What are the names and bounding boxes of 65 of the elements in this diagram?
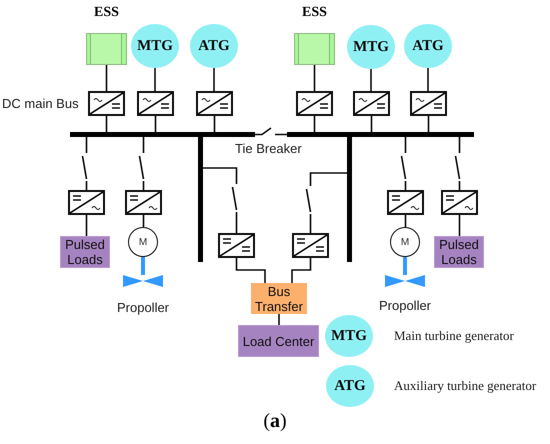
- generator-ellipse: MTG: [131, 24, 179, 68]
- legend-text: Main turbine generator: [394, 328, 514, 344]
- generator-ellipse: MTG: [347, 25, 395, 69]
- connector-line: [370, 116, 372, 132]
- caption: (a): [262, 410, 288, 433]
- connector-line: [454, 136, 460, 191]
- connector-line: [400, 136, 406, 191]
- propeller-label: Propoller: [116, 300, 170, 315]
- connector-line: [86, 215, 88, 236]
- propeller-label: Propoller: [378, 298, 432, 313]
- converter-symbol: [296, 91, 333, 116]
- connector-line: [306, 172, 348, 234]
- connector-line: [154, 68, 156, 91]
- converter-symbol: [387, 190, 424, 215]
- converter-symbol: [292, 233, 329, 258]
- connector-line: [291, 258, 312, 283]
- connector-line: [213, 68, 215, 91]
- connector-line: [236, 258, 266, 283]
- bus-bar: [287, 132, 474, 137]
- propeller-shaft: [141, 257, 145, 275]
- motor-symbol: M: [128, 227, 158, 257]
- generator-ellipse: MTG: [325, 315, 373, 357]
- connector-line: [314, 65, 316, 91]
- generator-ellipse: ATG: [190, 24, 238, 68]
- converter-symbol: [68, 190, 105, 215]
- load-box: Pulsed Loads: [60, 236, 110, 268]
- generator-ellipse: ATG: [326, 365, 374, 407]
- converter-symbol: [218, 233, 255, 258]
- connector-line: [106, 65, 108, 91]
- connector-line: [370, 69, 372, 91]
- load-box: Load Center: [238, 325, 319, 357]
- bus-bar: [198, 137, 203, 262]
- bus-label: DC main Bus: [2, 96, 79, 111]
- connector-line: [278, 314, 280, 325]
- connector-line: [82, 136, 88, 191]
- bus-bar: [70, 132, 255, 137]
- node-heading: ESS: [302, 4, 327, 22]
- connector-line: [404, 215, 406, 227]
- connector-line: [154, 116, 156, 132]
- motor-symbol: M: [390, 227, 420, 257]
- connector-line: [458, 215, 460, 236]
- bus-bar: [347, 137, 352, 262]
- connector-line: [106, 116, 108, 132]
- converter-symbol: [441, 190, 478, 215]
- connector-line: [254, 127, 288, 136]
- converter-symbol: [410, 91, 447, 116]
- load-box: Pulsed Loads: [434, 236, 484, 268]
- connector-line: [427, 68, 429, 91]
- connector-line: [214, 116, 216, 132]
- converter-symbol: [196, 91, 233, 116]
- propeller-shaft: [403, 257, 407, 275]
- converter-symbol: [125, 190, 162, 215]
- converter-symbol: [137, 91, 174, 116]
- edge-label: Tie Breaker: [235, 141, 302, 156]
- converter-symbol: [353, 91, 390, 116]
- connector-line: [202, 167, 238, 234]
- node-heading: ESS: [94, 4, 119, 22]
- connector-line: [142, 215, 144, 227]
- connector-line: [428, 116, 430, 132]
- connector-line: [314, 116, 316, 132]
- generator-ellipse: ATG: [404, 24, 452, 68]
- connector-line: [138, 136, 144, 191]
- bus-transfer-box: Bus Transfer: [251, 283, 307, 314]
- legend-text: Auxiliary turbine generator: [394, 378, 536, 394]
- converter-symbol: [88, 91, 125, 116]
